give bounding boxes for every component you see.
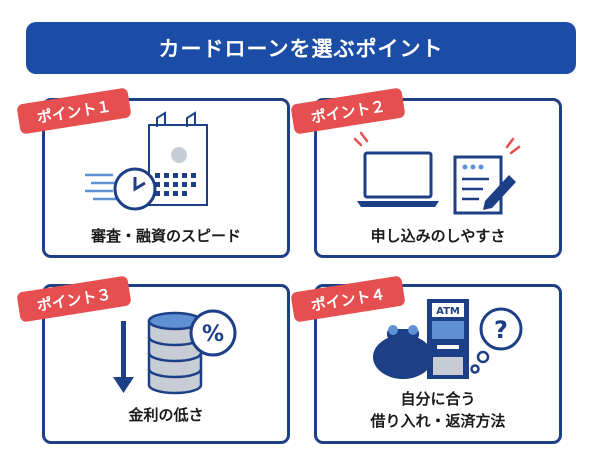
atm-label: ATM: [436, 306, 460, 317]
wallet-atm-question-icon: ATM ?: [373, 299, 523, 379]
page-title-text: カードローンを選ぶポイント: [158, 37, 444, 61]
question-label: ?: [494, 316, 508, 344]
point-card-1: 審査・融資のスピード: [42, 98, 290, 258]
clock-calendar-icon: [85, 111, 208, 211]
page-title: カードローンを選ぶポイント: [26, 22, 576, 74]
laptop-document-icon: [353, 131, 521, 215]
point-caption-4-line2: 借り入れ・返済方法: [370, 412, 506, 430]
coin-stack-percent-icon: %: [113, 309, 237, 395]
point-caption-4-line1: 自分に合う: [400, 390, 476, 408]
point-caption-2: 申し込みのしやすさ: [370, 227, 506, 245]
point-caption-3: 金利の低さ: [128, 406, 204, 424]
point-caption-1: 審査・融資のスピード: [90, 227, 241, 245]
percent-label: %: [202, 322, 224, 347]
